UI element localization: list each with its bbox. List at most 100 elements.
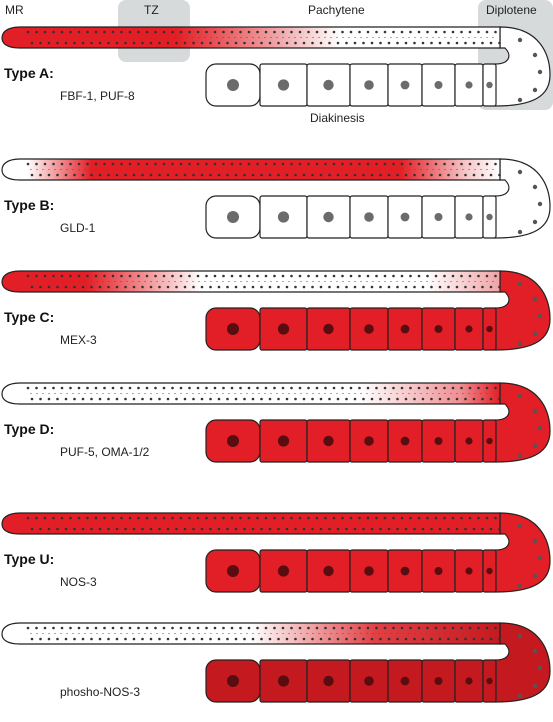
oocyte-nucleus <box>486 325 493 333</box>
oocyte-nucleus <box>323 211 334 223</box>
gonad-distal-tube <box>1 512 501 535</box>
gonad-bend <box>494 158 551 239</box>
oocyte-nucleus <box>227 565 239 577</box>
oocyte-nucleus <box>227 675 239 687</box>
panel-4: Type D:PUF-5, OMA-1/2 <box>1 382 551 463</box>
gonad-bend <box>494 382 551 463</box>
oocyte-nucleus <box>227 79 239 91</box>
oocyte-nucleus <box>277 211 290 223</box>
diplotene-nucleus <box>517 281 523 287</box>
oocyte-nucleus <box>400 324 410 334</box>
diplotene-nucleus <box>537 69 543 75</box>
diplotene-nucleus <box>537 201 543 207</box>
oocyte-nucleus <box>486 437 493 445</box>
oocyte-nucleus <box>364 324 374 334</box>
oocyte-nucleus <box>227 435 239 447</box>
zone-label-tz: TZ <box>144 3 159 17</box>
oocyte-nucleus <box>434 677 443 685</box>
germ-cell-nuclei <box>26 626 501 641</box>
protein-label: FBF-1, PUF-8 <box>60 89 135 103</box>
diplotene-nucleus <box>537 665 543 671</box>
oocyte-nucleus <box>486 213 493 221</box>
diplotene-nucleus <box>532 443 538 449</box>
type-label: Type D: <box>4 421 54 437</box>
type-label: Type B: <box>4 197 54 213</box>
oocyte-row <box>205 63 497 107</box>
diplotene-nucleus <box>517 229 523 235</box>
gonad-distal-tube <box>1 158 501 181</box>
protein-label: MEX-3 <box>60 333 97 347</box>
diplotene-nucleus <box>537 425 543 431</box>
oocyte-nucleus <box>277 79 290 91</box>
oocyte-nucleus <box>323 323 334 335</box>
panel-3: Type C: MEX-3 <box>1 270 551 351</box>
type-label: Type A: <box>4 65 54 81</box>
zone-label-mr: MR <box>5 3 24 17</box>
gonad-distal-tube <box>1 26 501 49</box>
panel-2: Type B: GLD-1 <box>1 158 551 239</box>
oocyte-nucleus <box>364 676 374 686</box>
diplotene-nucleus <box>517 169 523 175</box>
oocyte-nucleus <box>400 566 410 576</box>
diplotene-nucleus <box>517 37 523 43</box>
diplotene-nucleus <box>517 583 523 589</box>
oocyte-nucleus <box>465 437 473 445</box>
oocyte-nucleus <box>277 323 290 335</box>
diplotene-nucleus <box>537 555 543 561</box>
protein-label: NOS-3 <box>60 575 97 589</box>
oocyte-row <box>205 549 497 593</box>
diplotene-nucleus <box>532 683 538 689</box>
oocyte-nucleus <box>277 675 290 687</box>
gonad-bend <box>494 512 551 593</box>
gonad-bend <box>494 26 551 107</box>
germ-cell-nuclei <box>26 162 501 177</box>
oocyte-nucleus <box>364 80 374 90</box>
oocyte-nucleus <box>323 565 334 577</box>
zone-label-diplotene: Diplotene <box>486 3 537 17</box>
oocyte-nucleus <box>465 677 473 685</box>
oocyte-row <box>205 307 497 351</box>
panel-1: Type A: FBF-1, PUF-8 <box>1 26 551 107</box>
diplotene-nucleus <box>517 693 523 699</box>
oocyte-nucleus <box>364 212 374 222</box>
oocyte-nucleus <box>434 437 443 445</box>
oocyte-nucleus <box>400 676 410 686</box>
oocyte-nucleus <box>465 567 473 575</box>
zone-label-pachytene: Pachytene <box>308 3 365 17</box>
germ-cell-nuclei <box>26 516 501 531</box>
diplotene-nucleus <box>517 393 523 399</box>
oocyte-nucleus <box>323 79 334 91</box>
panel-5: Type U:NOS-3 <box>1 512 551 593</box>
diplotene-nucleus <box>517 633 523 639</box>
oocyte-row <box>205 659 497 703</box>
gonad-bend <box>494 622 551 703</box>
oocyte-nucleus <box>364 436 374 446</box>
gonad-distal-tube <box>1 382 501 405</box>
diplotene-nucleus <box>532 87 538 93</box>
gonad-distal-tube <box>1 622 501 645</box>
oocyte-row <box>205 419 497 463</box>
oocyte-nucleus <box>434 325 443 333</box>
oocyte-nucleus <box>364 566 374 576</box>
diplotene-nucleus <box>532 408 538 414</box>
oocyte-nucleus <box>434 567 443 575</box>
oocyte-nucleus <box>323 435 334 447</box>
diplotene-nucleus <box>532 648 538 654</box>
protein-label: GLD-1 <box>60 221 96 235</box>
panel-6: phosho-NOS-3 <box>1 622 551 703</box>
germ-cell-nuclei <box>26 386 501 401</box>
type-label: Type C: <box>4 309 54 325</box>
oocyte-nucleus <box>227 211 239 223</box>
diplotene-nucleus <box>532 331 538 337</box>
diplotene-nucleus <box>532 184 538 190</box>
oocyte-nucleus <box>486 677 493 685</box>
oocyte-nucleus <box>400 436 410 446</box>
diplotene-nucleus <box>532 573 538 579</box>
oocyte-nucleus <box>277 435 290 447</box>
diplotene-nucleus <box>517 341 523 347</box>
oocyte-nucleus <box>434 213 443 221</box>
protein-label: phosho-NOS-3 <box>60 685 140 699</box>
oocyte-row <box>205 195 497 239</box>
diplotene-nucleus <box>532 52 538 58</box>
